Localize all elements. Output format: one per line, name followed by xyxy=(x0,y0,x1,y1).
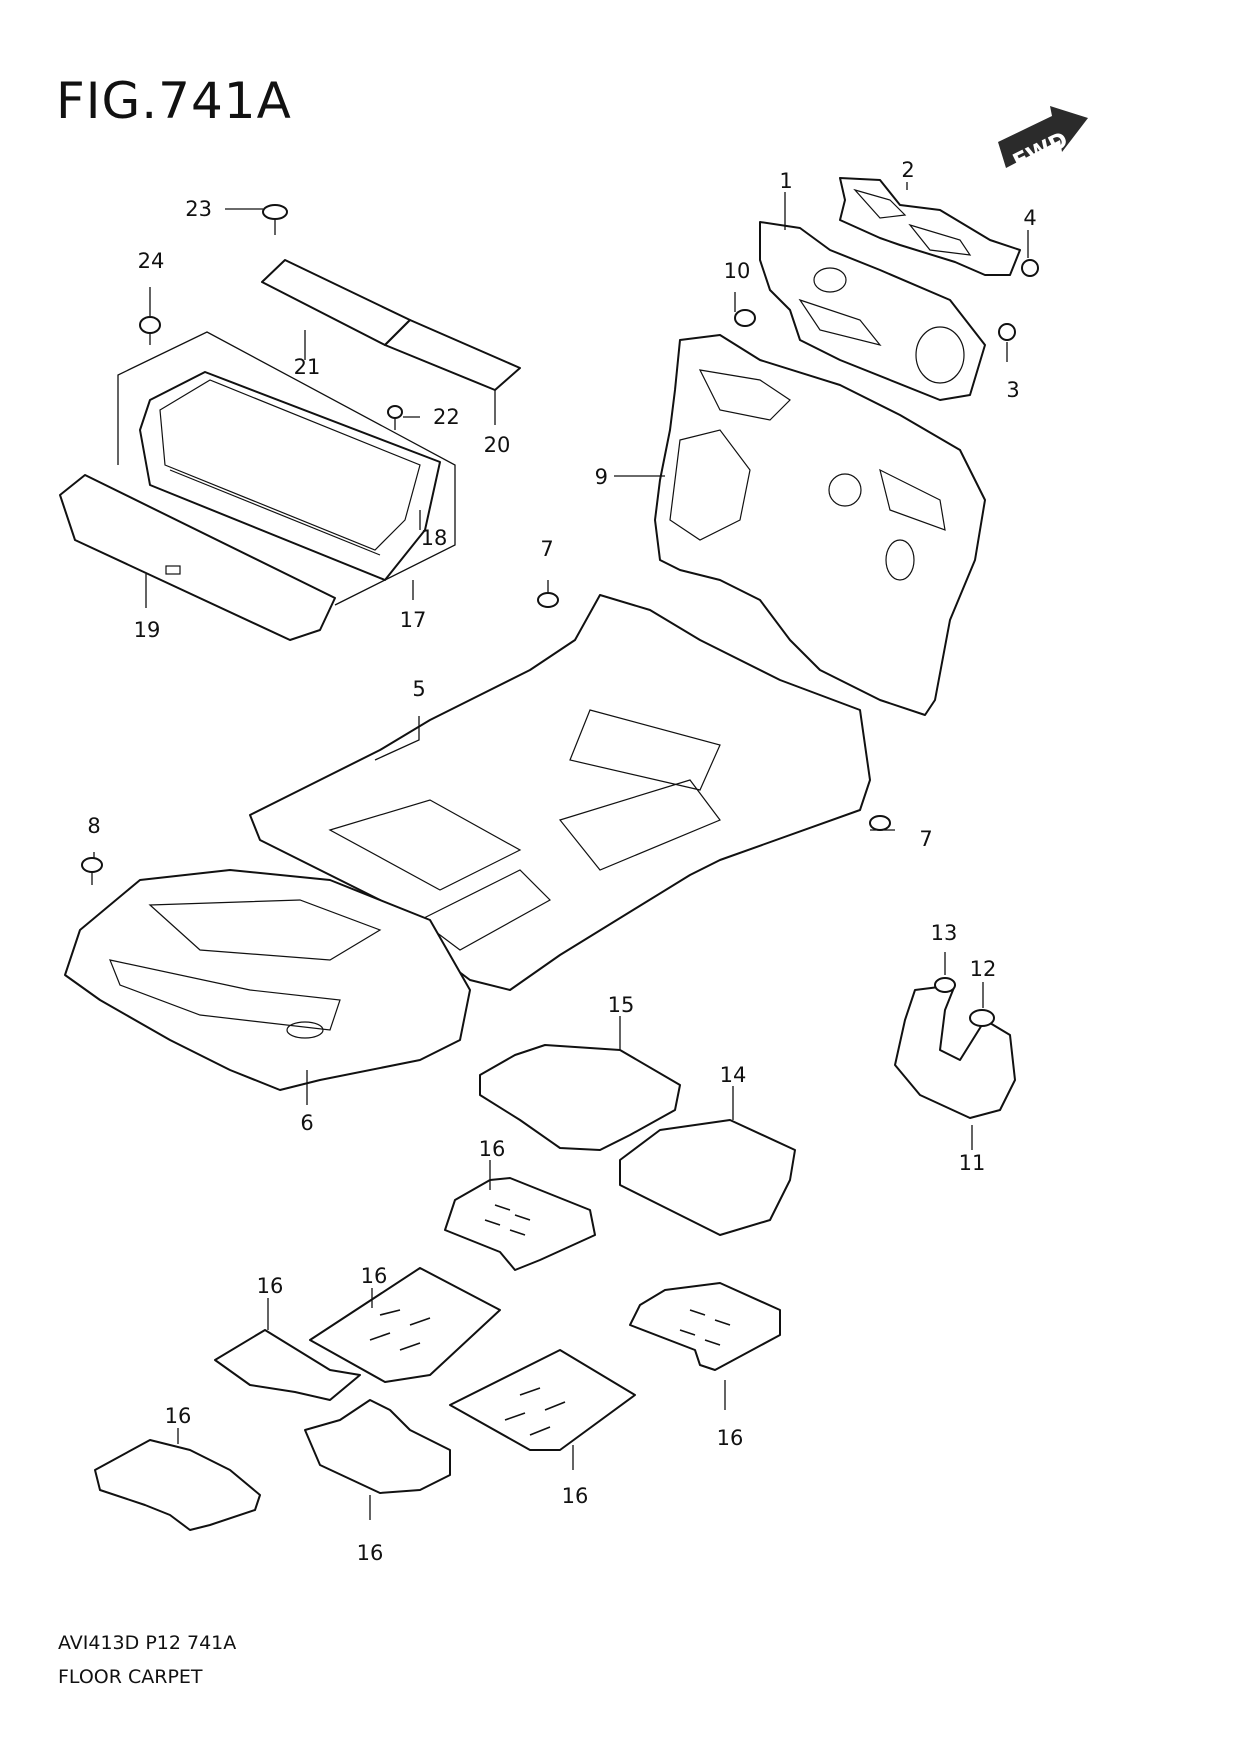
callout-8: 8 xyxy=(87,814,100,838)
callout-9: 9 xyxy=(595,465,608,489)
part-19-luggage-board xyxy=(59,474,336,641)
callout-16-b: 16 xyxy=(361,1264,388,1288)
callout-16-f: 16 xyxy=(357,1541,384,1565)
callout-17: 17 xyxy=(400,608,427,632)
leader-lines xyxy=(93,182,1029,1520)
figure-title: FIG.741A xyxy=(56,72,292,130)
callout-6: 6 xyxy=(300,1111,313,1135)
callout-10: 10 xyxy=(724,259,751,283)
diagram-code: AVI413D P12 741A xyxy=(58,1632,237,1654)
part-15-floor-mat xyxy=(479,1044,681,1151)
callout-21: 21 xyxy=(294,355,321,379)
diagram-name: FLOOR CARPET xyxy=(58,1666,203,1688)
callout-5: 5 xyxy=(412,677,425,701)
part-9-dash-insulator xyxy=(654,334,986,716)
part-6-rear-floor-carpet xyxy=(64,869,471,1091)
part-16-mat-e xyxy=(449,1349,636,1451)
callout-11: 11 xyxy=(959,1151,986,1175)
fastener-10-clip-icon xyxy=(734,309,756,327)
callout-3: 3 xyxy=(1006,378,1019,402)
callout-16-c: 16 xyxy=(257,1274,284,1298)
part-16-mat-d xyxy=(629,1282,781,1371)
luggage-box-outline xyxy=(117,331,456,606)
fastener-8-clip-icon xyxy=(81,857,103,885)
part-16-mat-a xyxy=(444,1177,596,1271)
callout-18: 18 xyxy=(421,526,448,550)
part-17-luggage-box xyxy=(139,371,441,581)
callout-16-e: 16 xyxy=(562,1484,589,1508)
callout-12: 12 xyxy=(970,957,997,981)
callout-19: 19 xyxy=(134,618,161,642)
callout-24: 24 xyxy=(138,249,165,273)
callout-4: 4 xyxy=(1023,206,1036,230)
fastener-13-nut-icon xyxy=(934,977,956,993)
part-2-dash-silencer-upper xyxy=(839,177,1021,276)
part-20-floor-board xyxy=(384,319,521,391)
part-16-mat-f xyxy=(304,1399,451,1494)
fastener-4-nut-icon xyxy=(1021,259,1039,277)
part-16-mat-b xyxy=(309,1267,501,1383)
callout-16-d: 16 xyxy=(717,1426,744,1450)
callout-2: 2 xyxy=(901,158,914,182)
callout-16-a: 16 xyxy=(479,1137,506,1161)
part-16-mat-c xyxy=(214,1329,361,1401)
fastener-12-clip-icon xyxy=(969,1009,995,1027)
fastener-3-nut-icon xyxy=(998,323,1016,341)
fwd-arrow-icon: FWD xyxy=(995,106,1088,178)
callout-15: 15 xyxy=(608,993,635,1017)
callout-7-b: 7 xyxy=(919,827,932,851)
part-14-floor-mat xyxy=(619,1119,796,1236)
part-11-side-trim xyxy=(894,984,1016,1119)
fastener-22-screw-icon xyxy=(387,405,403,430)
part-21-floor-board xyxy=(261,259,411,346)
callout-20: 20 xyxy=(484,433,511,457)
part-16-mat-g xyxy=(94,1439,261,1531)
fastener-23-clip-icon xyxy=(262,204,288,235)
callout-16-g: 16 xyxy=(165,1404,192,1428)
part-1-dash-silencer xyxy=(759,221,986,401)
fastener-7-clip-icon xyxy=(537,592,891,831)
callout-1: 1 xyxy=(779,169,792,193)
callout-23: 23 xyxy=(185,197,212,221)
callout-7-a: 7 xyxy=(540,537,553,561)
callout-14: 14 xyxy=(720,1063,747,1087)
fastener-24-clip-icon xyxy=(139,316,161,345)
callout-13: 13 xyxy=(931,921,958,945)
callout-22: 22 xyxy=(433,405,460,429)
